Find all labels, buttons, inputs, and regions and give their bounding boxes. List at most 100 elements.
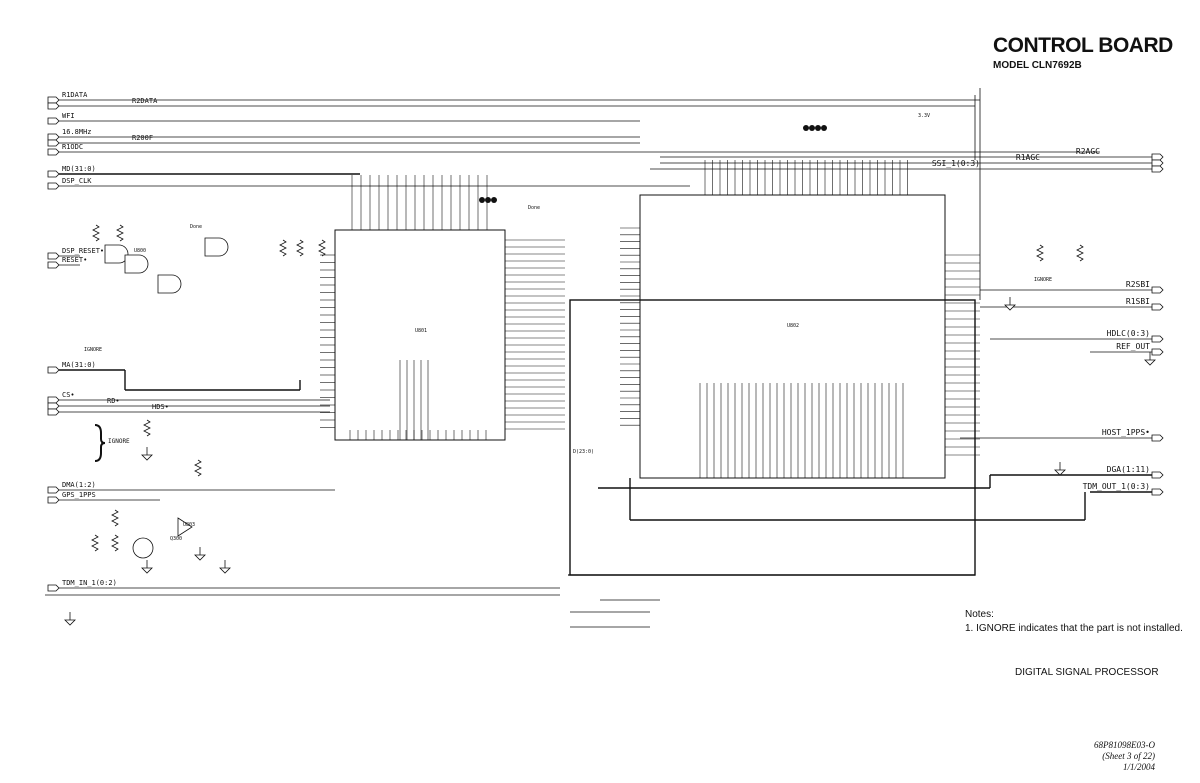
- port-connector: [1151, 348, 1164, 356]
- signal-label-left: DSP_RESET•: [62, 247, 105, 255]
- port-connector: [1151, 488, 1164, 496]
- signal-label-right: HOST_1PPS•: [1101, 428, 1150, 437]
- signal-label-left: TDM_IN_1(0:2): [62, 579, 117, 587]
- port-connector: [1151, 159, 1164, 167]
- port-connector: [47, 182, 60, 190]
- notes-heading: Notes:: [965, 609, 994, 620]
- logic-gate: [124, 254, 149, 274]
- resistor: [279, 239, 287, 257]
- jumper-dot: [815, 125, 821, 131]
- data-bus-label: D(23:0): [573, 449, 595, 455]
- signal-label-left: DSP_CLK: [62, 177, 92, 185]
- ground-symbol: [141, 567, 153, 574]
- signal-label-right: R2SBI: [1125, 280, 1150, 289]
- ignore-label: IGNORE: [108, 438, 130, 445]
- resistor: [92, 224, 100, 242]
- signal-label-left: R1DATA: [62, 91, 88, 99]
- logic-gate: [157, 274, 182, 294]
- ground-symbol: [1054, 469, 1066, 476]
- signal-label-left: R2DATA: [132, 97, 158, 105]
- supply-label: 3.3V: [918, 113, 931, 119]
- u803-label: U803: [183, 522, 196, 528]
- port-connector: [1151, 303, 1164, 311]
- signal-label-right: SSI_1(0:3): [931, 159, 980, 168]
- buffer-u803: [177, 517, 193, 537]
- ic-u801: [334, 229, 506, 441]
- ground-symbol: [1004, 304, 1016, 311]
- ground-symbol: [1144, 359, 1156, 366]
- resistor: [318, 239, 326, 257]
- signal-label-left: WFI: [62, 112, 75, 120]
- note-item: 1. IGNORE indicates that the part is not…: [965, 623, 1183, 634]
- u800-label: U800: [134, 248, 147, 254]
- port-connector: [47, 396, 60, 404]
- ground-symbol: [141, 454, 153, 461]
- signal-label-right: DGA(1:11): [1106, 465, 1150, 474]
- ignore-label-3: IGNORE: [1034, 277, 1053, 283]
- resistor: [111, 509, 119, 527]
- jumper-dot: [803, 125, 809, 131]
- logic-gate: [104, 244, 129, 264]
- q300-label: Q300: [170, 536, 183, 542]
- port-connector: [47, 133, 60, 141]
- port-connector: [1151, 434, 1164, 442]
- signal-label-left: HDS•: [152, 403, 169, 411]
- sheet-date: 1/1/2004: [1122, 762, 1155, 772]
- port-connector: [1151, 165, 1164, 173]
- logic-gate: [204, 237, 229, 257]
- u801-label: U801: [415, 328, 428, 334]
- resistor: [1076, 244, 1084, 262]
- ground-symbol: [64, 619, 76, 626]
- resistor: [194, 459, 202, 477]
- port-connector: [47, 139, 60, 147]
- port-connector: [1151, 335, 1164, 343]
- port-connector: [47, 96, 60, 104]
- signal-label-left: GPS_1PPS: [62, 491, 96, 499]
- jumper-dot: [479, 197, 485, 203]
- ground-symbol: [194, 554, 206, 561]
- port-connector: [47, 486, 60, 494]
- resistor: [116, 224, 124, 242]
- jumper-dot: [491, 197, 497, 203]
- resistor: [143, 419, 151, 437]
- port-connector: [47, 102, 60, 110]
- port-connector: [1151, 286, 1164, 294]
- port-connector: [47, 402, 60, 410]
- ground-symbol: [219, 567, 231, 574]
- jumper-dot: [485, 197, 491, 203]
- jumper-dot: [809, 125, 815, 131]
- port-connector: [47, 496, 60, 504]
- done-label: Done: [190, 224, 203, 230]
- sheet-number: (Sheet 3 of 22): [1102, 751, 1155, 761]
- transistor-q300: [132, 537, 154, 559]
- port-connector: [1151, 471, 1164, 479]
- signal-label-left: DMA(1:2): [62, 481, 96, 489]
- page-title: CONTROL BOARD: [993, 34, 1173, 57]
- ic-u802: [639, 194, 946, 479]
- port-connector: [47, 170, 60, 178]
- port-connector: [47, 408, 60, 416]
- signal-label-right: HDLC(0:3): [1106, 329, 1150, 338]
- signal-label-right: R2AGC: [1075, 147, 1100, 156]
- signal-label-left: RESET•: [62, 256, 88, 264]
- resistor: [91, 534, 99, 552]
- bus-frame: [569, 299, 976, 576]
- signal-label-left: R1ODC: [62, 143, 84, 151]
- signal-label-right: R1AGC: [1015, 153, 1040, 162]
- resistor: [1036, 244, 1044, 262]
- signal-label-left: MA(31:0): [62, 361, 96, 369]
- ignore-brace: [94, 424, 106, 462]
- signal-label-right: REF_OUT: [1116, 342, 1150, 351]
- sheet-subtitle: DIGITAL SIGNAL PROCESSOR: [1015, 667, 1159, 678]
- signal-label-left: R200F: [132, 134, 154, 142]
- port-connector: [47, 252, 60, 260]
- u802-label: U802: [787, 323, 800, 329]
- port-connector: [47, 148, 60, 156]
- ignore-label-2: IGNORE: [84, 347, 103, 353]
- resistor: [111, 534, 119, 552]
- resistor: [296, 239, 304, 257]
- doc-number: 68P81098E03-O: [1094, 740, 1155, 750]
- model-number: MODEL CLN7692B: [993, 60, 1082, 71]
- port-connector: [47, 261, 60, 269]
